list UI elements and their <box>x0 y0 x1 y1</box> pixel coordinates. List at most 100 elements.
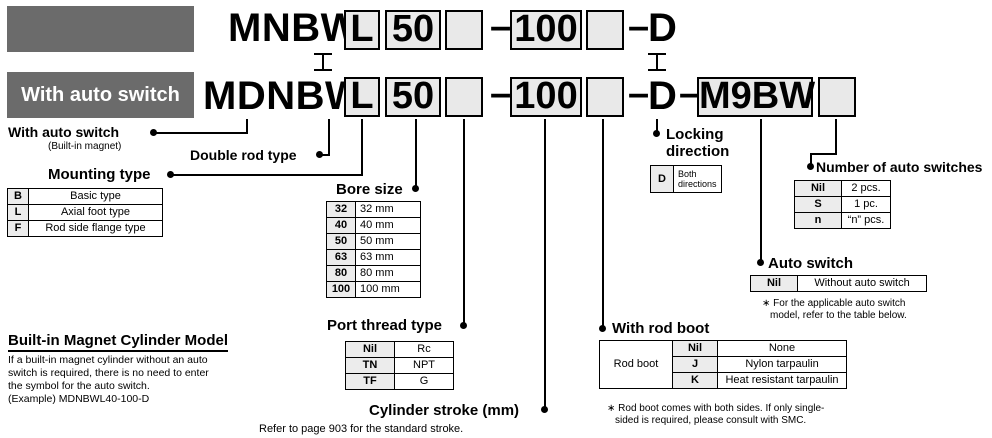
locking-label: Locking <box>666 126 724 143</box>
bore-desc: 100 mm <box>355 281 421 298</box>
mounting-code: B <box>7 188 29 205</box>
auto-switch-desc: Without auto switch <box>797 275 927 292</box>
bore-desc: 63 mm <box>355 249 421 266</box>
bore-code: 40 <box>326 217 356 234</box>
num-switch-blank-box <box>818 77 856 117</box>
bore-desc: 50 mm <box>355 233 421 250</box>
with-auto-switch-dot <box>150 129 157 136</box>
body-line: switch is required, there is no need to … <box>8 367 209 379</box>
num-switch-label: Number of auto switches <box>816 159 983 175</box>
switch-box: M9BW <box>697 75 816 117</box>
bore-size-line <box>415 119 417 187</box>
note-line: ∗ Rod boot comes with both sides. If onl… <box>607 403 825 414</box>
stroke-note: Refer to page 903 for the standard strok… <box>259 423 464 435</box>
auto-switch-banner <box>7 72 194 118</box>
rod-boot-line <box>602 119 604 327</box>
bore-desc: 80 mm <box>355 265 421 282</box>
top-dash-1: – <box>490 6 512 48</box>
top-stroke-box: 100 <box>510 10 582 50</box>
mounting-desc: Basic type <box>28 188 163 205</box>
dash-3: – <box>679 73 701 115</box>
auto-switch-line <box>760 119 762 262</box>
note-line: ∗ For the applicable auto switch <box>762 298 906 309</box>
magnet-section-title: Built-in Magnet Cylinder Model <box>8 332 228 352</box>
dash-1: – <box>490 73 512 115</box>
direction-label: direction <box>666 143 730 160</box>
locking-table: D Both directions <box>650 165 722 193</box>
table-row: n“n” pcs. <box>794 212 891 229</box>
top-blank-box-1 <box>445 10 483 50</box>
bore-size-dot <box>412 185 419 192</box>
bore-code: 32 <box>326 201 356 218</box>
mounting-code: L <box>7 204 29 221</box>
mount-box: L <box>344 77 380 117</box>
num-switch-desc: “n” pcs. <box>841 212 891 229</box>
port-code: TN <box>345 357 395 374</box>
top-dash-2: – <box>628 6 650 48</box>
num-switch-code: S <box>794 196 842 213</box>
rod-boot-code: Nil <box>672 340 718 357</box>
mounting-desc: Rod side flange type <box>28 220 163 237</box>
note-line: model, refer to the table below. <box>770 310 907 321</box>
rod-boot-dot <box>599 325 606 332</box>
num-switch-line <box>835 119 837 155</box>
connector-w-top <box>314 53 332 55</box>
bore-box: 50 <box>385 77 441 117</box>
connector-d <box>656 53 658 71</box>
num-switch-code: n <box>794 212 842 229</box>
mounting-type-dot <box>167 171 174 178</box>
rod-boot-desc: None <box>717 340 847 357</box>
double-rod-label: Double rod type <box>190 147 297 163</box>
auto-switch-label: Auto switch <box>768 255 853 272</box>
port-desc: Rc <box>394 341 454 358</box>
locking-desc: Both directions <box>673 165 722 193</box>
top-bore-box: 50 <box>385 10 441 50</box>
locking-desc-line2: directions <box>678 179 717 189</box>
port-blank-box <box>445 77 483 117</box>
num-switch-line-v2 <box>810 153 812 167</box>
auto-switch-note: ∗ For the applicable auto switch model, … <box>762 298 907 322</box>
port-code: TF <box>345 373 395 390</box>
underline-w <box>328 119 330 155</box>
mounting-type-label: Mounting type <box>48 166 151 183</box>
mounting-type-line-v <box>361 119 363 176</box>
top-mount-box: L <box>344 10 380 50</box>
body-line: the symbol for the auto switch. <box>8 380 150 392</box>
connector-w-bot <box>314 69 332 71</box>
mounting-code: F <box>7 220 29 237</box>
dash-2: – <box>628 73 650 115</box>
rod-boot-code: J <box>672 356 718 373</box>
num-switch-line-h <box>812 153 837 155</box>
note-line: sided is required, please consult with S… <box>615 415 807 426</box>
port-thread-line <box>463 119 465 324</box>
stroke-line <box>544 119 546 408</box>
mounting-desc: Axial foot type <box>28 204 163 221</box>
body-line: (Example) MDNBWL40-100-D <box>8 393 150 405</box>
num-switch-desc: 1 pc. <box>841 196 891 213</box>
connector-d-top <box>648 53 666 55</box>
num-switch-dot <box>807 163 814 170</box>
double-rod-line <box>322 154 330 156</box>
top-model-prefix: MNBW <box>228 6 359 50</box>
port-desc: NPT <box>394 357 454 374</box>
rod-boot-cell: Rod boot <box>599 340 673 389</box>
